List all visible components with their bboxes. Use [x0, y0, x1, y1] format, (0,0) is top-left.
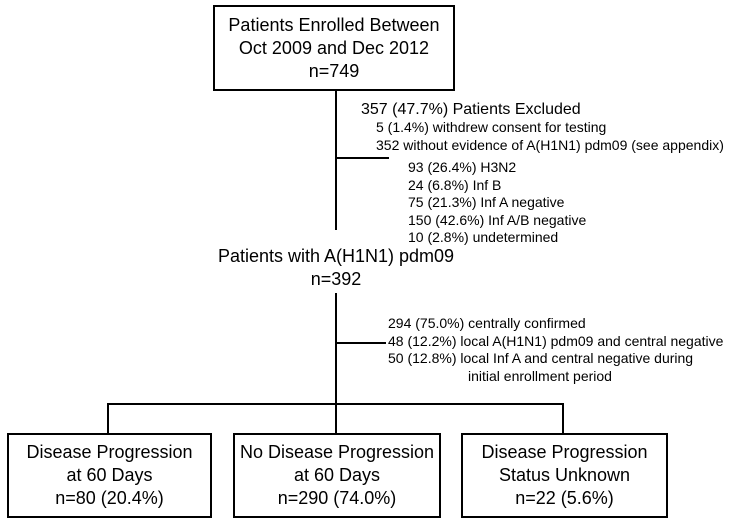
- exclusion-item: 352 without evidence of A(H1N1) pdm09 (s…: [376, 136, 724, 153]
- connector-top-to-h1n1: [335, 91, 337, 230]
- branch-drop-left: [107, 404, 109, 433]
- outcome-line-1: Disease Progression: [26, 442, 193, 462]
- outcome-box-no-progression: No Disease Progression at 60 Days n=290 …: [233, 433, 441, 518]
- outcome-box-status-unknown: Disease Progression Status Unknown n=22 …: [461, 433, 668, 518]
- exclusion-item: 5 (1.4%) withdrew consent for testing: [376, 119, 607, 135]
- outcome-line-2: at 60 Days: [293, 465, 381, 485]
- enrolled-line-2: Oct 2009 and Dec 2012: [238, 37, 430, 58]
- confirmation-item: 294 (75.0%) centrally confirmed: [388, 315, 586, 331]
- exclusion-title: 357 (47.7%) Patients Excluded: [361, 101, 581, 118]
- outcome-count: n=290 (74.0%): [277, 488, 397, 508]
- confirmation-item: 50 (12.8%) local Inf A and central negat…: [388, 350, 694, 366]
- enrolled-patients-box: Patients Enrolled Between Oct 2009 and D…: [213, 5, 455, 91]
- exclusion-subitem: 75 (21.3%) Inf A negative: [408, 194, 565, 210]
- connector-exclusion-tick: [336, 157, 389, 159]
- exclusion-subitem: 150 (42.6%) Inf A/B negative: [408, 211, 587, 228]
- branch-drop-right: [562, 404, 564, 433]
- outcome-line-2: Status Unknown: [498, 465, 631, 485]
- exclusion-subitem: 93 (26.4%) H3N2: [408, 159, 517, 175]
- outcome-box-progression: Disease Progression at 60 Days n=80 (20.…: [7, 433, 212, 518]
- enrolled-line-1: Patients Enrolled Between: [228, 14, 440, 35]
- exclusion-level1-list: 5 (1.4%) withdrew consent for testing 35…: [376, 119, 724, 154]
- connector-h1n1-to-branch: [335, 293, 337, 433]
- h1n1-node-label: Patients with A(H1N1) pdm09: [217, 246, 455, 266]
- h1n1-patients-node: Patients with A(H1N1) pdm09 n=392: [176, 245, 496, 291]
- confirmation-note: 294 (75.0%) centrally confirmed 48 (12.2…: [388, 315, 723, 385]
- exclusion-subitem: 24 (6.8%) Inf B: [408, 176, 502, 193]
- exclusion-level2-list: 93 (26.4%) H3N2 24 (6.8%) Inf B 75 (21.3…: [408, 159, 586, 247]
- branch-horizontal-line: [107, 403, 564, 405]
- enrolled-count: n=749: [308, 60, 360, 81]
- connector-confirmation-tick: [336, 342, 386, 344]
- outcome-line-1: No Disease Progression: [239, 442, 435, 462]
- confirmation-item: 48 (12.2%) local A(H1N1) pdm09 and centr…: [388, 332, 724, 349]
- h1n1-node-count: n=392: [310, 269, 362, 289]
- exclusion-subitem: 10 (2.8%) undetermined: [408, 229, 559, 245]
- outcome-count: n=22 (5.6%): [515, 488, 614, 508]
- outcome-line-1: Disease Progression: [481, 442, 648, 462]
- outcome-count: n=80 (20.4%): [55, 488, 164, 508]
- confirmation-item-continuation: initial enrollment period: [468, 367, 612, 384]
- outcome-line-2: at 60 Days: [66, 465, 153, 485]
